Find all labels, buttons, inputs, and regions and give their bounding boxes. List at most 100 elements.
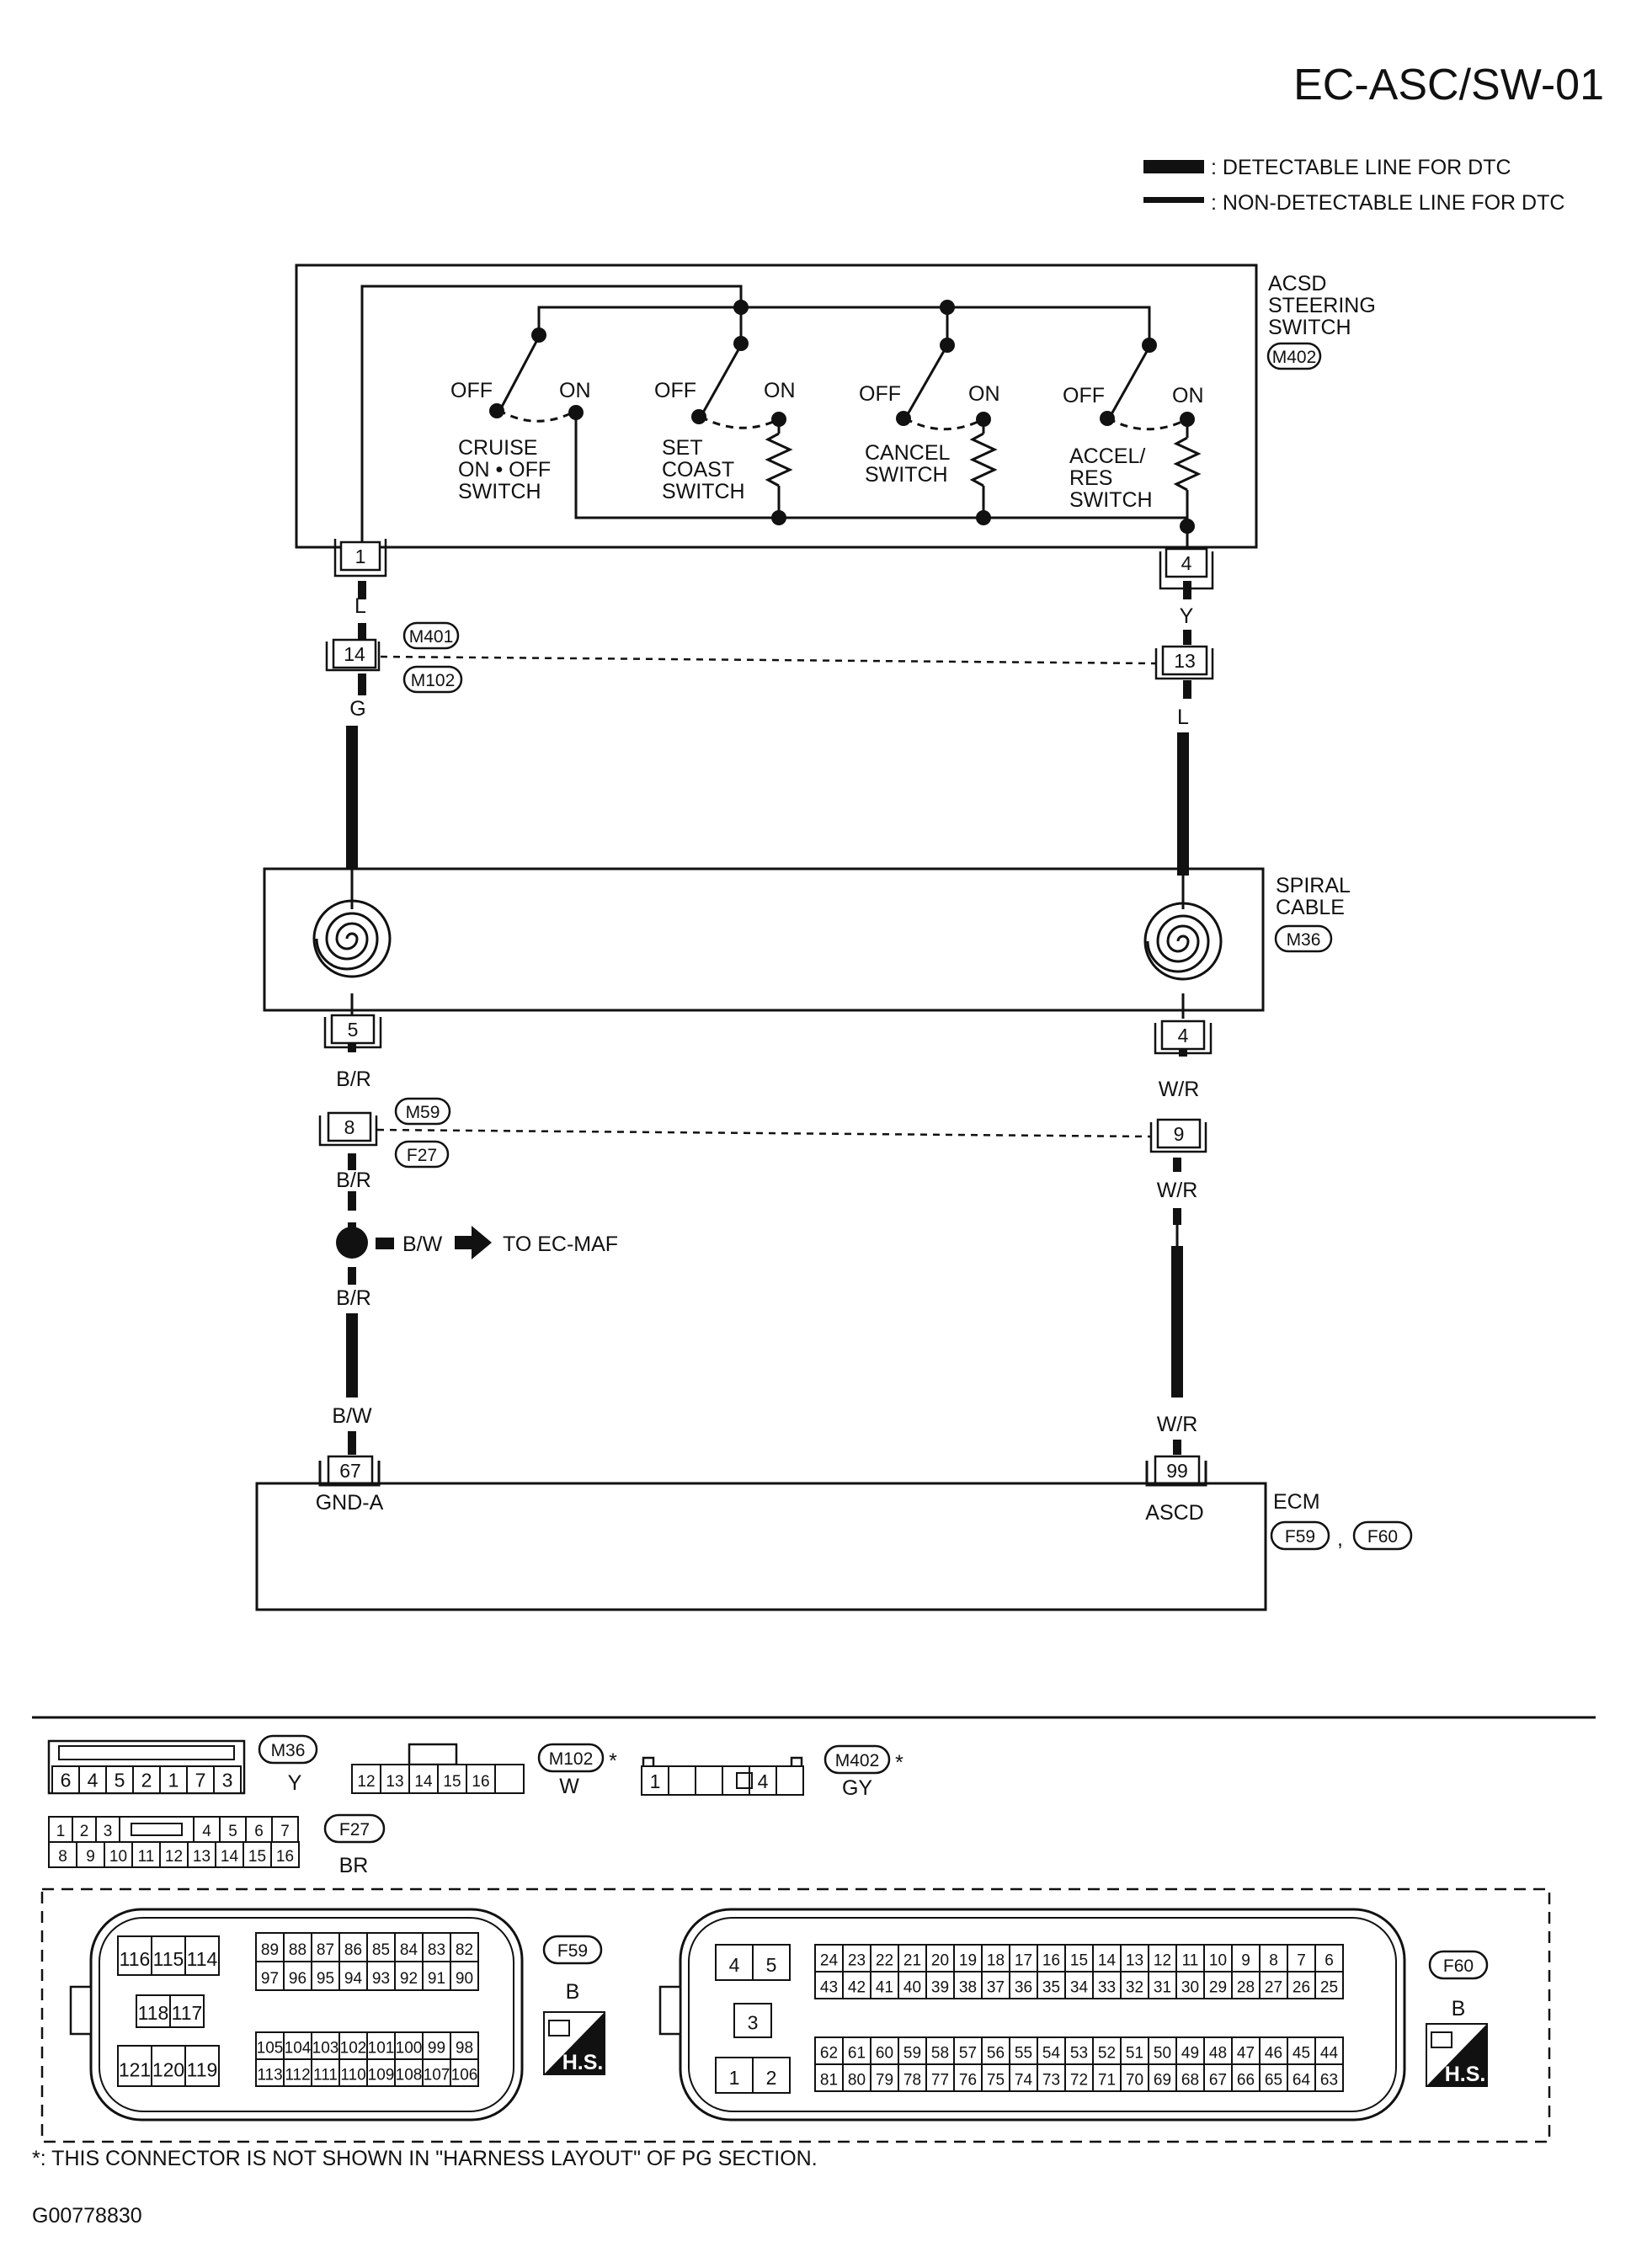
f59-pin: 109: [368, 2066, 395, 2084]
steering-pin-left: 1: [355, 546, 366, 567]
f60-ref: F60: [1443, 1957, 1474, 1976]
f60-pin: 52: [1098, 2044, 1116, 2062]
f59-cavity: [450, 1932, 479, 1962]
acsd-steering-switch: [295, 264, 1258, 554]
f60-pin: 29: [1209, 1978, 1227, 1996]
m102-cavity: [494, 1764, 525, 1794]
f60-pin: 56: [987, 2044, 1005, 2062]
f59-pin: 104: [285, 2039, 312, 2057]
m102-connector-ref: M102: [411, 671, 456, 690]
f60-pin: 6: [1325, 1951, 1334, 1969]
f59-pin: 89: [261, 1941, 279, 1959]
f60-pin: 64: [1293, 2071, 1311, 2089]
f27-connector-ref-badge: [394, 1140, 450, 1169]
f60-pin: 27: [1265, 1978, 1282, 1996]
f60-pin: 46: [1265, 2044, 1282, 2062]
joint-lower-pin-left: 8: [344, 1116, 355, 1138]
f59-cavity: [311, 1961, 340, 1991]
f60-pin: 5: [766, 1954, 777, 1976]
set-on-label: ON: [764, 379, 796, 402]
figure-id: G00778830: [32, 2204, 142, 2228]
f60-color: B: [1452, 1997, 1466, 2020]
branch-arrow-icon: [455, 1226, 492, 1259]
f60-cavity: [1314, 1944, 1344, 1973]
f27-cavity: [72, 1816, 97, 1843]
f60-pin: 55: [1015, 2044, 1032, 2062]
f60-pin: 31: [1154, 1978, 1171, 1996]
f60-cavity: [898, 2063, 927, 2092]
m36-connector-ref-badge: [1274, 924, 1333, 953]
f59-pin: 99: [428, 2039, 445, 2057]
cruise-switch-label-3: SWITCH: [458, 480, 541, 503]
f60-pin: 62: [820, 2044, 838, 2062]
f59-cavity: [394, 1932, 424, 1962]
m36-pin: 5: [115, 1769, 125, 1791]
f27-cavity: [271, 1816, 299, 1843]
f60-pin: 7: [1297, 1951, 1306, 1969]
f59-pin: 101: [368, 2039, 395, 2057]
m36-pin: 3: [222, 1769, 233, 1791]
m59-connector-ref: M59: [406, 1103, 440, 1122]
f60-cavity: [752, 2057, 791, 2094]
f60-pin: 24: [820, 1951, 839, 1969]
f27-pin: 1: [56, 1823, 66, 1840]
f27-cavity: [193, 1816, 221, 1843]
f27-pin: 5: [228, 1823, 237, 1840]
wire-color-l-right: L: [1177, 705, 1189, 729]
f60-pin: 66: [1237, 2071, 1255, 2089]
f27-cavity: [76, 1841, 105, 1868]
joint-upper-pin-right: 13: [1174, 650, 1196, 672]
f60-pin: 40: [903, 1978, 921, 1996]
legend-non-detectable: : NON-DETECTABLE LINE FOR DTC: [1211, 191, 1564, 215]
f60-pin: 25: [1320, 1978, 1338, 1996]
f27-ref-badge: [323, 1813, 386, 1844]
f60-cavity: [1064, 2036, 1094, 2065]
legend-detectable: : DETECTABLE LINE FOR DTC: [1211, 156, 1511, 179]
f59-cavity: [422, 1961, 451, 1991]
f60-pin: 33: [1098, 1978, 1116, 1996]
m36-cavity: [213, 1765, 242, 1794]
m402-ref: M402: [835, 1751, 880, 1770]
f59-pin: 113: [257, 2066, 282, 2084]
f60-hs-label: H.S.: [1445, 2063, 1486, 2086]
m102-ref-badge: [537, 1743, 605, 1773]
cancel-on-label: ON: [968, 382, 1000, 406]
cruise-switch-label-2: ON • OFF: [458, 458, 551, 482]
wire-color-br-1: B/R: [336, 1067, 371, 1091]
m402-ears: [642, 1756, 803, 1766]
spiral-pin-left: 5: [348, 1019, 359, 1041]
f60-pin: 58: [931, 2044, 949, 2062]
f60-cavity: [814, 2063, 844, 2092]
m402-cavity: [776, 1765, 804, 1796]
f60-cavity: [1064, 2063, 1094, 2092]
f59-pin: 82: [456, 1941, 473, 1959]
f27-pin: 14: [221, 1848, 239, 1866]
m102-color: W: [559, 1775, 579, 1798]
m36-cavity: [132, 1765, 161, 1794]
m102-star: *: [609, 1749, 617, 1773]
f60-pin: 44: [1320, 2044, 1339, 2062]
f27-cavity: [215, 1841, 244, 1868]
f60-cavity: [1092, 2063, 1122, 2092]
f60-pin: 42: [848, 1978, 866, 1996]
f60-pin: 47: [1237, 2044, 1255, 2062]
ecm-pin-left-name: GND-A: [316, 1491, 384, 1515]
f59-cavity: [283, 1961, 312, 1991]
f60-pin: 38: [959, 1978, 977, 1996]
wire-color-wr-2: W/R: [1157, 1179, 1198, 1202]
f60-pin: 1: [729, 2067, 740, 2089]
f60-pin: 71: [1098, 2071, 1116, 2089]
spiral-cable-box: [263, 867, 1265, 1012]
f60-cavity: [1009, 2036, 1038, 2065]
m102-connector-ref-badge: [402, 665, 463, 694]
f59-cavity: [151, 2045, 186, 2087]
m36-ref-badge: [258, 1734, 318, 1765]
f60-cavity: [1203, 2063, 1233, 2092]
f59-pin: 103: [312, 2039, 339, 2057]
set-switch-label-3: SWITCH: [662, 480, 745, 503]
f27-pin: 8: [58, 1848, 67, 1866]
m102-pin: 16: [472, 1773, 489, 1791]
f60-cavity: [981, 2036, 1010, 2065]
ecm-connector-separator: ,: [1337, 1527, 1343, 1551]
f27-pin: 11: [138, 1848, 155, 1866]
